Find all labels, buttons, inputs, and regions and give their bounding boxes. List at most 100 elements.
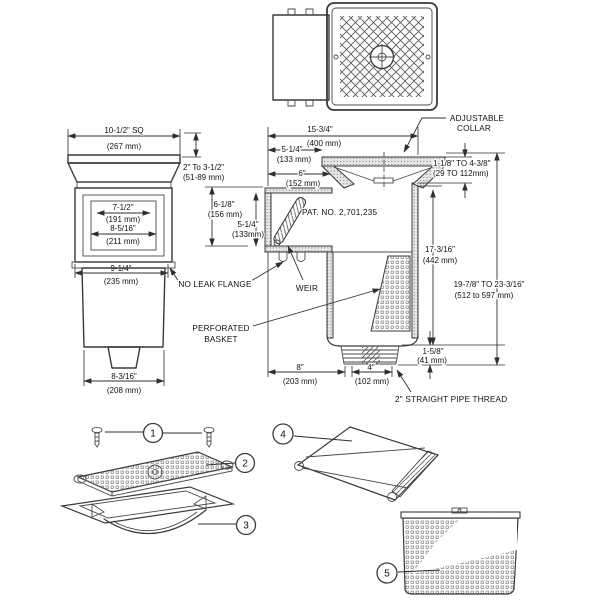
throat-bottom: [264, 245, 333, 253]
label-no-leak-flange: NO LEAK FLANGE: [169, 261, 284, 290]
dim-throat-top: 5-1/4" (133 mm): [267, 144, 323, 165]
label-text: WEIR: [296, 284, 318, 293]
dim-text: 8-3/16": [111, 372, 137, 381]
label-text: COLLAR: [457, 124, 491, 133]
dim-text: 1-5/8": [422, 347, 443, 356]
dim-collar-range: 1-1/8" TO 4-3/8" (29 TO 112mm): [418, 143, 492, 198]
dim-overall-width: 10-1/2" SQ (267 mm): [67, 125, 181, 155]
callout-1-number: 1: [150, 429, 156, 440]
part-grate-plate: 2: [73, 451, 256, 497]
adjustable-collar-section: [320, 152, 447, 190]
dim-text: 8-5/16": [110, 224, 136, 233]
label-text: ADJUSTABLE: [450, 114, 505, 123]
face-frame-inner: [82, 194, 165, 257]
dim-text-mm: (133 mm): [277, 155, 312, 164]
dim-outlet-width: 4" (102 mm): [351, 362, 393, 387]
basket-section: [370, 255, 411, 332]
part-frame-dome: 3: [59, 486, 257, 536]
dim-text: 8": [296, 363, 303, 372]
dim-text: 17-3/16": [425, 245, 455, 254]
callout-2-number: 2: [242, 459, 248, 470]
dim-text: 5-1/4": [281, 145, 302, 154]
top-view: [272, 2, 438, 111]
dim-total-height: 19-7/8" TO 23-3/16" (512 to 597 mm): [446, 152, 526, 366]
part-basket: 5: [376, 507, 521, 595]
label-perforated-basket: PERFORATED BASKET: [191, 288, 381, 345]
dim-overall-depth: 15-3/4" (400 mm): [267, 124, 419, 186]
dim-text-mm: (512 to 597 mm): [455, 291, 514, 300]
weir-pivot: [273, 239, 281, 247]
dim-text-mm: (51-89 mm): [183, 173, 225, 182]
dim-text-mm: (102 mm): [355, 377, 390, 386]
callout-3-number: 3: [243, 521, 249, 532]
callout-4-number: 4: [280, 430, 286, 441]
patent-number: PAT. NO. 2,701,235: [302, 208, 377, 217]
dim-text: 10-1/2" SQ: [104, 126, 143, 135]
weir-flap: [273, 197, 307, 245]
grate-outer-frame: [326, 2, 438, 111]
dim-thread-height: 1-5/8" (41 mm): [398, 331, 505, 379]
exploded-view: 1 2 3: [59, 422, 521, 595]
dim-text-mm: (235 mm): [104, 277, 139, 286]
outlet-threads: [326, 334, 419, 365]
collar-box-top-view: [272, 14, 330, 101]
dim-text-mm: (400 mm): [307, 139, 342, 148]
dim-base-depth: 8" (203 mm): [267, 252, 346, 387]
dim-throat-height: 5-1/4" (133mm): [231, 192, 266, 247]
dim-opening-2: 8-5/16" (211 mm): [90, 223, 157, 247]
dim-text: 1-1/8" TO 4-3/8": [433, 159, 491, 168]
tank-right-wall: [411, 182, 419, 339]
callout-4: [272, 423, 294, 445]
tub-body: [81, 267, 166, 348]
dim-text-mm: (41 mm): [417, 356, 447, 365]
outlet-stub: [107, 346, 141, 369]
part-weir-flap: 4: [272, 423, 440, 502]
no-leak-flange-hooks: [278, 252, 306, 262]
grate-screw-right: [425, 54, 431, 60]
dim-flange-height: 2" To 3-1/2" (51-89 mm): [182, 132, 226, 183]
flange-top: [67, 154, 181, 164]
dim-text-mm: (191 mm): [106, 215, 141, 224]
label-text: NO LEAK FLANGE: [178, 280, 252, 289]
section-view: PAT. NO. 2,701,235 15-3/4" (400 mm) 5-1/…: [169, 113, 526, 405]
label-text: 2" STRAIGHT PIPE THREAD: [395, 395, 507, 404]
grate-inner-frame: [331, 7, 433, 106]
label-text: PERFORATED: [192, 324, 249, 333]
grate-screw-left: [333, 54, 339, 60]
dim-text-mm: (133mm): [232, 230, 264, 239]
dim-body-height: 17-3/16" (442 mm): [402, 185, 505, 346]
dim-throat-bottom: 6" (152 mm): [267, 168, 331, 189]
dim-mouth-height: 6-1/8" (156 mm): [205, 186, 263, 247]
dim-text: 5-1/4": [237, 220, 258, 229]
callout-1: [142, 422, 164, 444]
face-frame-inner2: [90, 200, 157, 251]
throat-lip: [264, 187, 333, 194]
collar-prongs: [287, 8, 314, 107]
dim-text: 7-1/2": [112, 203, 133, 212]
callout-5: [376, 562, 398, 584]
callout-2: [234, 452, 256, 474]
label-text: BASKET: [204, 335, 238, 344]
tank-left-wall: [326, 251, 334, 339]
dim-text-mm: (156 mm): [208, 210, 243, 219]
dim-text-mm: (442 mm): [423, 256, 458, 265]
label-adjustable-collar: ADJUSTABLE COLLAR: [403, 113, 505, 153]
dim-text: 15-3/4": [307, 125, 333, 134]
center-knob: [369, 44, 395, 70]
throat-front-wall: [264, 192, 272, 247]
callout-3: [235, 514, 257, 536]
dim-opening-1: 7-1/2" (191 mm): [96, 202, 151, 225]
front-view: 10-1/2" SQ (267 mm) 7-1/2" (191 mm) 8-5/…: [67, 125, 226, 396]
dim-text: 6": [298, 169, 305, 178]
callout-5-number: 5: [384, 569, 390, 580]
dim-text-mm: (152 mm): [286, 179, 321, 188]
dim-text-mm: (29 TO 112mm): [433, 169, 489, 178]
dim-text-mm: (267 mm): [107, 142, 142, 151]
dim-text: 19-7/8" TO 23-3/16": [454, 280, 525, 289]
dim-text-mm: (203 mm): [283, 377, 318, 386]
flange-band: [76, 181, 172, 189]
dim-text: 2" To 3-1/2": [183, 163, 224, 172]
dim-base-width: 8-3/16" (208 mm): [83, 350, 165, 396]
